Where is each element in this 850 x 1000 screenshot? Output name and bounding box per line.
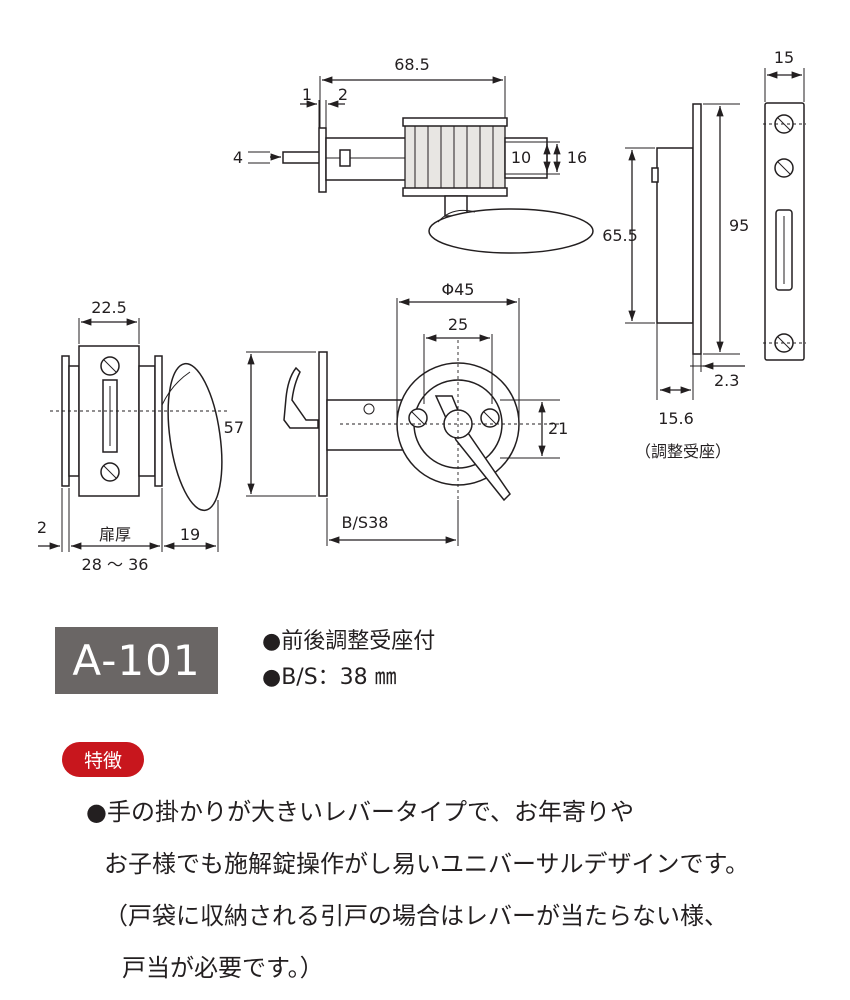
dim-19: 19 (180, 525, 200, 544)
spec-item: ●B/S：38 ㎜ (262, 665, 397, 690)
dim-backset: B/S38 (342, 513, 389, 532)
dim-15-6: 15.6 (658, 409, 694, 428)
model-code-box: A-101 (55, 627, 218, 694)
dim-57: 57 (224, 418, 244, 437)
features-text: ●手の掛かりが大きいレバータイプで、お年寄りや お子様でも施解錠操作がし易いユニ… (86, 786, 749, 994)
top-view (248, 76, 594, 254)
door-thickness-label: 扉厚 (99, 525, 131, 544)
technical-drawing: 68.5 1 2 4 10 16 1 (37, 48, 806, 574)
receiver-label: （調整受座） (635, 442, 731, 461)
dim-15: 15 (774, 48, 794, 67)
dim-68-5: 68.5 (394, 55, 430, 74)
front-view (246, 298, 560, 546)
dim-2-3: 2.3 (714, 371, 739, 390)
dim-4: 4 (233, 148, 243, 167)
dim-95: 95 (729, 216, 749, 235)
feature-line: 戸当が必要です。） (122, 954, 324, 982)
dim-10: 10 (511, 148, 531, 167)
feature-line: ●手の掛かりが大きいレバータイプで、お年寄りや (86, 798, 634, 826)
dim-22-5: 22.5 (91, 298, 127, 317)
dim-28-36: 28 ～ 36 (82, 555, 149, 574)
feature-line: お子様でも施解錠操作がし易いユニバーサルデザインです。 (104, 850, 750, 878)
dim-25: 25 (448, 315, 468, 334)
side-view (38, 318, 230, 552)
dim-2-top: 2 (338, 85, 348, 104)
dim-65-5: 65.5 (602, 226, 638, 245)
dim-2-left: 2 (37, 518, 47, 537)
feature-line: （戸袋に収納される引戸の場合はレバーが当たらない様、 (104, 902, 728, 930)
receiver-view (625, 68, 806, 400)
spec-item: ●前後調整受座付 (262, 629, 436, 654)
dim-21: 21 (548, 419, 568, 438)
dim-1: 1 (302, 85, 312, 104)
spec-list: ●前後調整受座付 ●B/S：38 ㎜ (262, 624, 435, 696)
features-badge: 特徴 (62, 742, 144, 777)
dim-phi45: Φ45 (442, 280, 475, 299)
dim-16: 16 (567, 148, 587, 167)
